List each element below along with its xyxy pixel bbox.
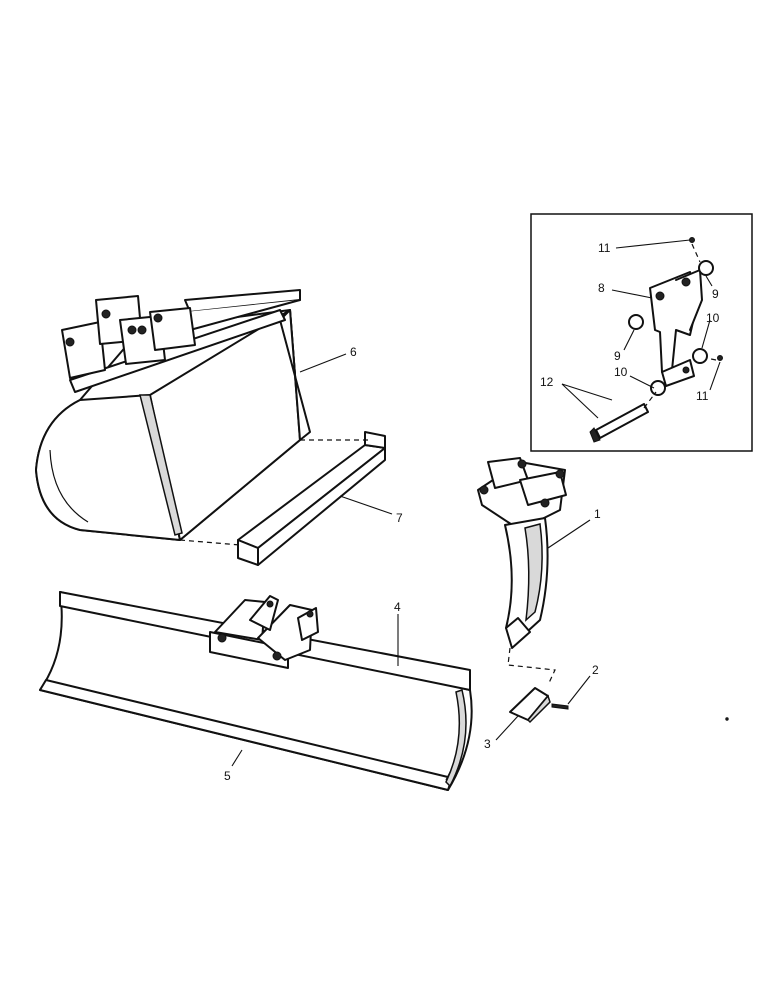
tooth-pin (551, 703, 569, 710)
bucket (35, 289, 311, 541)
inset-linkage (589, 237, 723, 443)
callout-10a: 10 (706, 311, 720, 325)
callout-11a: 11 (598, 241, 611, 255)
detail-inset-box (530, 213, 753, 452)
callout-9a: 9 (712, 287, 719, 301)
bucket-cutting-edge (179, 431, 386, 566)
callout-4: 4 (394, 600, 401, 614)
callout-9b: 9 (614, 349, 621, 363)
callout-6: 6 (350, 345, 357, 359)
callout-10b: 10 (614, 365, 628, 379)
callout-3: 3 (484, 737, 491, 751)
callout-11b: 11 (696, 389, 709, 403)
callout-8: 8 (598, 281, 605, 295)
callout-7: 7 (396, 511, 403, 525)
ripper-tooth (509, 687, 551, 724)
callout-12: 12 (540, 375, 554, 389)
callout-1: 1 (594, 507, 601, 521)
ripper-shank (477, 457, 567, 686)
leader-lines (231, 239, 721, 767)
page-speck (725, 717, 729, 721)
dozer-blade (39, 591, 473, 791)
callout-labels: 1 2 3 4 5 6 7 8 9 9 10 10 11 11 12 (224, 241, 720, 783)
callout-5: 5 (224, 769, 231, 783)
callout-2: 2 (592, 663, 599, 677)
